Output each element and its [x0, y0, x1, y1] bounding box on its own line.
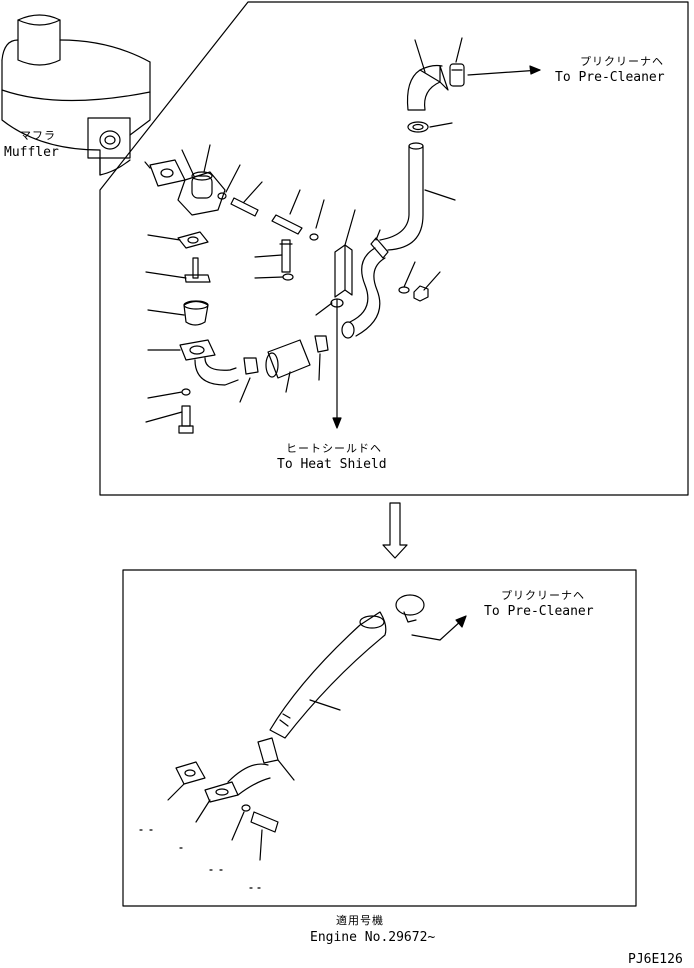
- applicable-serial-label-jp: 適用号機: [336, 914, 384, 927]
- muffler-label-jp: マフラ: [20, 129, 56, 142]
- transfer-arrow: [382, 502, 408, 559]
- lower-parts: [139, 594, 467, 889]
- pre-cleaner-label-jp-top: プリクリーナヘ: [580, 55, 664, 68]
- lower-panel-frame: [122, 569, 637, 907]
- heat-shield-label-jp: ヒートシールドヘ: [286, 442, 382, 455]
- upper-panel-frame: [99, 1, 689, 496]
- engine-number-label: Engine No.29672~: [310, 930, 436, 945]
- muffler: [1, 14, 151, 176]
- drawing-code: PJ6E126: [628, 952, 683, 967]
- pre-cleaner-label-jp-bottom: プリクリーナヘ: [501, 589, 585, 602]
- muffler-label-en: Muffler: [4, 145, 59, 160]
- pre-cleaner-label-en-top: To Pre-Cleaner: [555, 70, 665, 85]
- heat-shield-label-en: To Heat Shield: [277, 457, 387, 472]
- pre-cleaner-label-en-bottom: To Pre-Cleaner: [484, 604, 594, 619]
- upper-parts: [144, 37, 541, 434]
